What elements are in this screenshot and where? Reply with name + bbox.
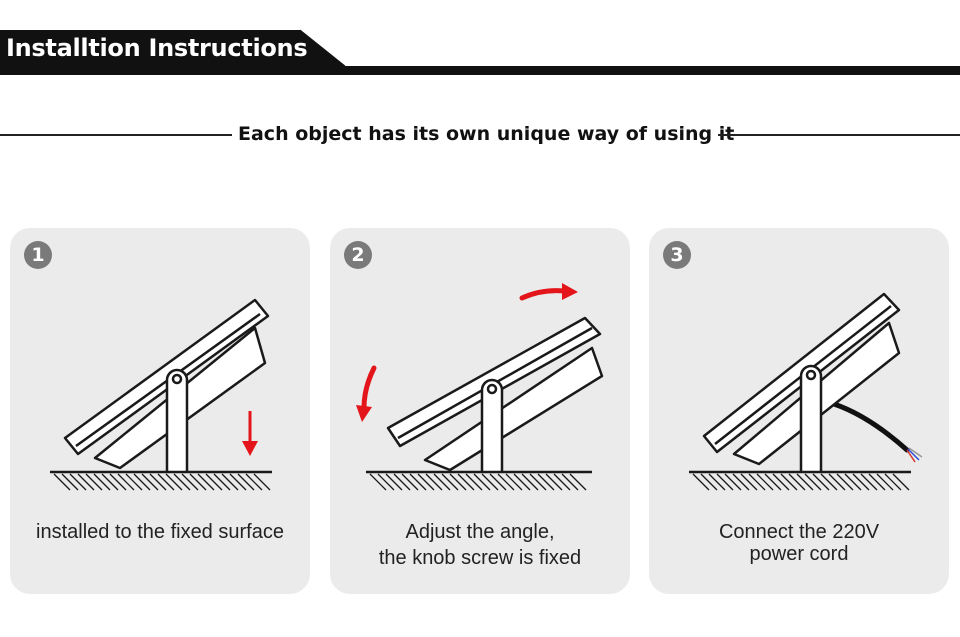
header-banner: Installtion Instructions	[0, 0, 960, 80]
step-card-1: 1 installed to the fixed surface	[10, 228, 310, 594]
header-banner-shape	[0, 29, 960, 75]
step-card-3: 3 Connect the 220V power cord	[649, 228, 949, 594]
step-card-2: 2 Adjust the angle, the knob screw is fi…	[330, 228, 630, 594]
floodlight-adjust-icon	[356, 283, 604, 491]
step-caption-line-1: installed to the fixed surface	[36, 521, 284, 543]
step-caption-line-2: the knob screw is fixed	[378, 547, 582, 569]
arrow-curved-right-icon	[519, 283, 578, 301]
step-caption-line-2: power cord	[749, 543, 849, 565]
subtitle-row: Each object has its own unique way of us…	[0, 120, 960, 150]
floodlight-cable-icon	[689, 292, 923, 491]
step-number-badge: 2	[344, 241, 372, 269]
subtitle: Each object has its own unique way of us…	[238, 123, 735, 145]
step-caption-line-1: Adjust the angle,	[405, 521, 555, 543]
floodlight-mounted-icon	[50, 298, 272, 491]
subtitle-rule-right	[718, 134, 960, 136]
step-number-badge: 1	[24, 241, 52, 269]
step-caption-line-1: Connect the 220V	[718, 521, 880, 543]
page-title: Installtion Instructions	[6, 34, 308, 62]
arrow-curved-down-icon	[356, 365, 377, 422]
power-cord-icon	[831, 401, 923, 463]
subtitle-rule-left	[0, 134, 232, 136]
step-number-badge: 3	[663, 241, 691, 269]
arrow-down-icon	[242, 411, 258, 456]
